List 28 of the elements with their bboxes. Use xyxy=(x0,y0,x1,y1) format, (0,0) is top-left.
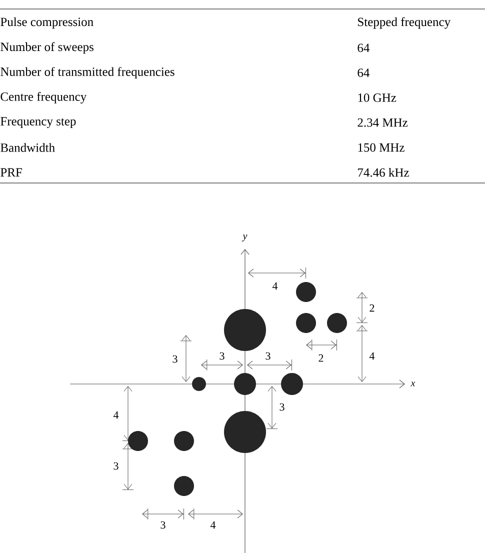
table-cell: 150 MHz xyxy=(358,143,404,152)
dimension-label: 4 xyxy=(113,411,119,419)
dimension-label: 3 xyxy=(172,355,178,363)
dimension-label: 2 xyxy=(370,304,374,312)
table-cell: Centre frequency xyxy=(0,92,87,104)
dimension-label: 3 xyxy=(114,462,118,470)
table-cell: PRF xyxy=(0,168,22,176)
table-cell: 64 xyxy=(358,44,370,52)
table-cell: Frequency step xyxy=(0,117,76,128)
dimension-label: 3 xyxy=(280,403,284,411)
table-cell: 64 xyxy=(358,68,370,77)
table-cell: Number of sweeps xyxy=(0,42,94,54)
dimension-label: 3 xyxy=(160,521,166,529)
table-cell: Stepped frequency xyxy=(358,17,451,29)
dimension-label: 4 xyxy=(369,352,375,360)
table-cell: 2.34 MHz xyxy=(358,118,408,127)
table-cell: Number of transmitted frequencies xyxy=(0,67,174,79)
axis-label: y xyxy=(242,234,248,242)
table-cell: Pulse compression xyxy=(0,17,94,29)
table-cell: Bandwidth xyxy=(0,143,55,152)
dimension-label: 2 xyxy=(318,354,324,362)
table-cell: 10 GHz xyxy=(358,93,396,102)
dimension-label: 3 xyxy=(220,352,224,360)
dimension-label: 4 xyxy=(210,521,216,529)
dimension-label: 4 xyxy=(272,282,278,290)
axis-label: x xyxy=(410,382,416,386)
dimension-label: 3 xyxy=(266,352,270,360)
table-cell: 74.46 kHz xyxy=(358,168,409,177)
